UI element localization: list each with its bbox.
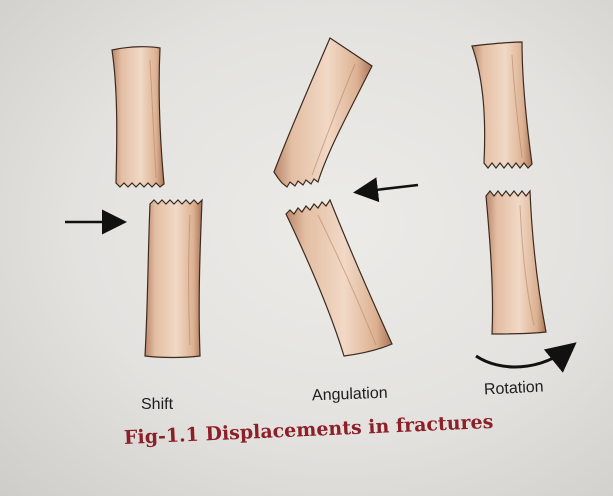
rotation-upper-bone-fragment xyxy=(472,42,532,168)
rotation-label: Rotation xyxy=(484,378,544,399)
shift-label: Shift xyxy=(141,396,173,414)
angulation-label: Angulation xyxy=(312,385,388,406)
shift-upper-bone-fragment xyxy=(112,47,164,187)
angulation-arrow-icon xyxy=(358,185,418,192)
angulation-lower-bone-fragment xyxy=(286,200,392,356)
rotation-lower-bone-fragment xyxy=(486,191,546,334)
shift-lower-bone-fragment xyxy=(145,200,202,358)
angulation-upper-bone-fragment xyxy=(274,38,372,187)
rotation-arrow-icon xyxy=(476,346,572,367)
